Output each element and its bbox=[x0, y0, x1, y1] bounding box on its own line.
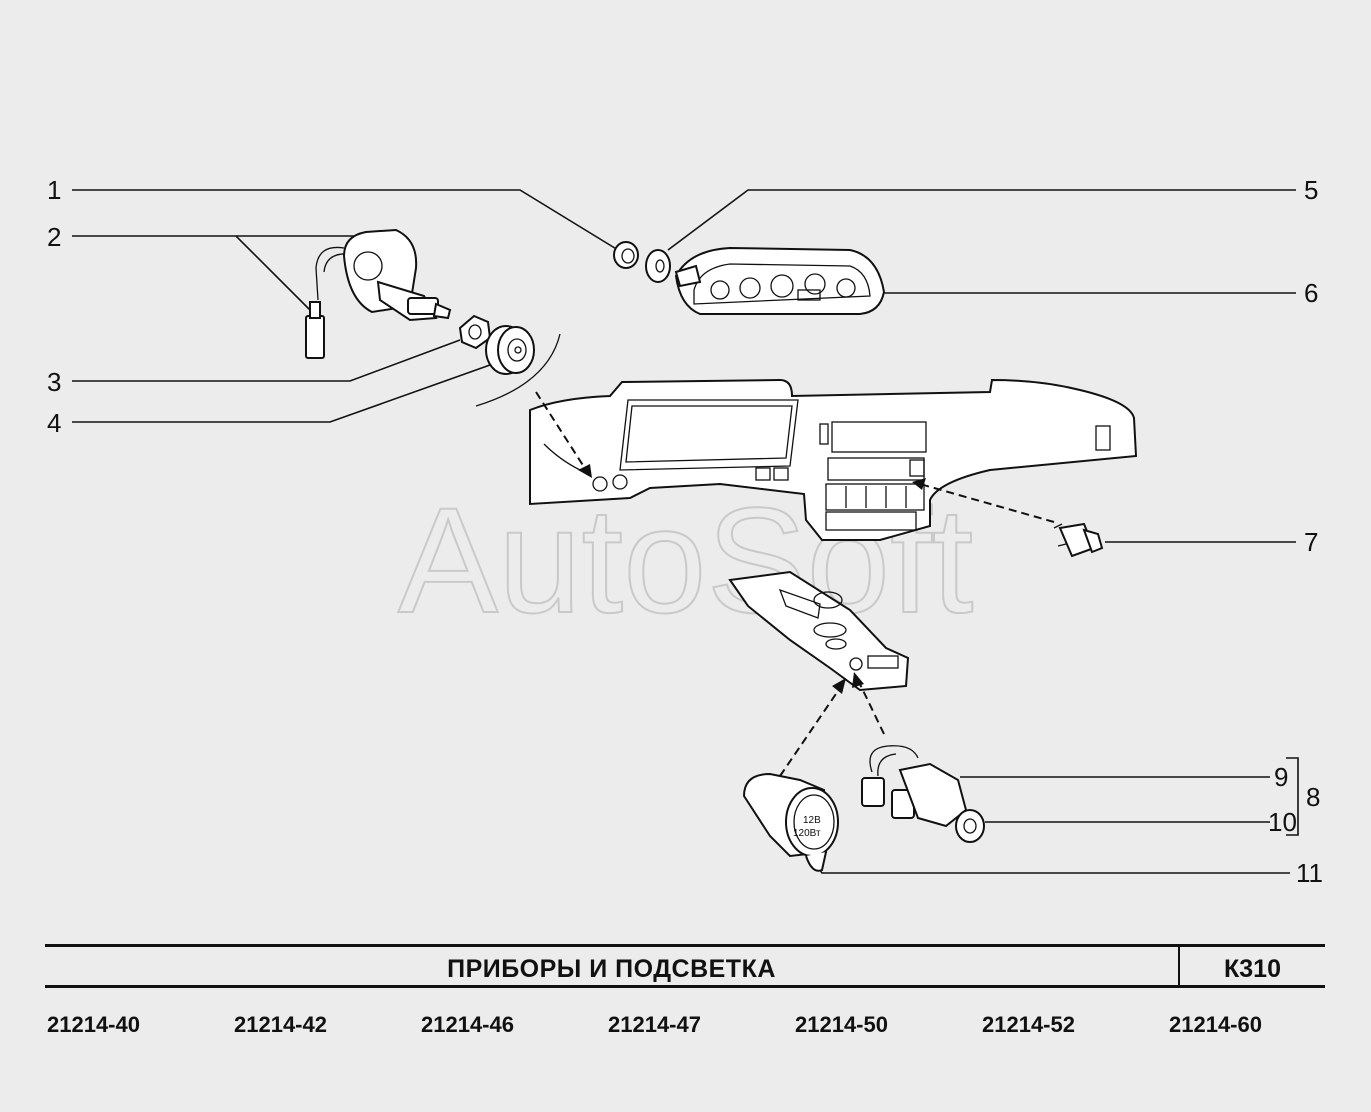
title-divider bbox=[1178, 947, 1180, 985]
leader-3 bbox=[72, 339, 461, 382]
bracket-8 bbox=[1286, 757, 1299, 836]
callout-5: 5 bbox=[1304, 175, 1318, 205]
part-5-washer bbox=[645, 249, 671, 283]
callout-1: 1 bbox=[47, 175, 61, 205]
lighter-voltage: 12В bbox=[803, 815, 821, 826]
center-console bbox=[728, 570, 910, 692]
model-code: 21214-42 bbox=[234, 1012, 327, 1037]
part-6-instrument-cluster bbox=[674, 246, 886, 315]
model-list: 21214-40 21214-42 21214-46 21214-47 2121… bbox=[45, 1012, 1325, 1046]
part-4-knob bbox=[485, 325, 535, 375]
callout-2: 2 bbox=[47, 222, 61, 252]
callout-6: 6 bbox=[1304, 278, 1318, 308]
part-1-nut bbox=[613, 241, 639, 269]
sheet-code: К310 bbox=[1224, 955, 1281, 983]
callout-8: 8 bbox=[1306, 782, 1320, 812]
callout-7: 7 bbox=[1304, 527, 1318, 557]
model-code: 21214-60 bbox=[1169, 1012, 1262, 1037]
lighter-power: 120Вт bbox=[793, 828, 821, 839]
leader-5 bbox=[667, 189, 1296, 251]
dashboard bbox=[529, 378, 1138, 541]
callout-4: 4 bbox=[47, 408, 61, 438]
leader-11 bbox=[811, 859, 1290, 874]
model-code: 21214-46 bbox=[421, 1012, 514, 1037]
leader-2a bbox=[72, 235, 311, 311]
callout-10: 10 bbox=[1268, 807, 1297, 837]
callout-3: 3 bbox=[47, 367, 61, 397]
callout-numbers: 1 2 3 4 5 6 7 8 9 10 11 bbox=[47, 175, 1323, 888]
part-2-switch bbox=[305, 228, 452, 359]
model-code: 21214-52 bbox=[982, 1012, 1075, 1037]
part-3-nut bbox=[458, 314, 492, 350]
leader-1 bbox=[72, 189, 619, 251]
panel-arc bbox=[475, 333, 561, 407]
part-11-socket: 12В 120Вт bbox=[742, 772, 839, 872]
part-8-cigarette-lighter bbox=[861, 745, 985, 843]
page-title: ПРИБОРЫ И ПОДСВЕТКА bbox=[447, 955, 776, 983]
callout-11: 11 bbox=[1296, 858, 1323, 888]
callout-9: 9 bbox=[1274, 762, 1288, 792]
leader-4 bbox=[72, 364, 491, 423]
install-arrows bbox=[535, 391, 1055, 777]
part-7-switch bbox=[1053, 522, 1104, 558]
model-code: 21214-40 bbox=[47, 1012, 140, 1037]
model-code: 21214-50 bbox=[795, 1012, 888, 1037]
title-bar: ПРИБОРЫ И ПОДСВЕТКА К310 bbox=[45, 944, 1325, 988]
model-code: 21214-47 bbox=[608, 1012, 701, 1037]
